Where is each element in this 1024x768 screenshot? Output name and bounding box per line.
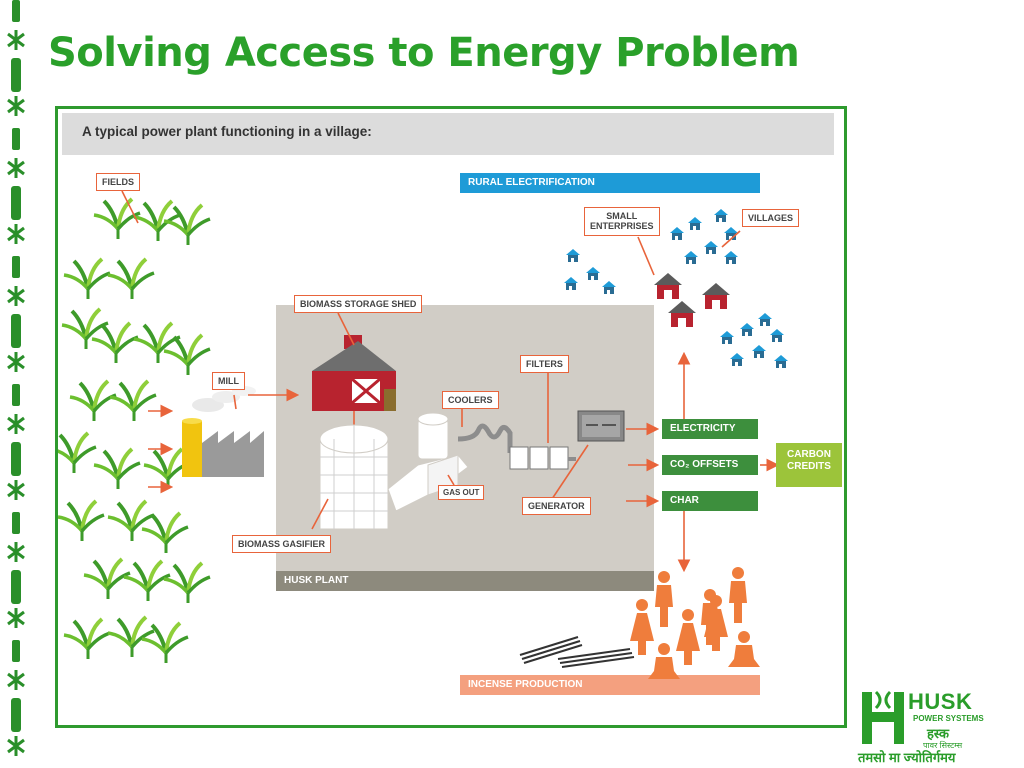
power-plant-illustration [58, 173, 842, 695]
husk-logo: HUSK POWER SYSTEMS हस्क पावर सिस्टम्स तम… [856, 688, 1016, 765]
filters-unit [509, 446, 569, 470]
label-biomass-storage-shed: BIOMASS STORAGE SHED [294, 295, 423, 314]
bar-electricity: ELECTRICITY [670, 423, 736, 434]
husk-plant-bar-bg [276, 571, 654, 591]
decorative-left-border [6, 0, 26, 758]
label-small-enterprises-line1: SMALL [606, 211, 638, 221]
label-fields: FIELDS [96, 173, 141, 192]
diagram-header: A typical power plant functioning in a v… [62, 113, 834, 155]
logo-subtitle: POWER SYSTEMS [913, 714, 984, 723]
biomass-gasifier [319, 412, 469, 530]
slide-title: Solving Access to Energy Problem [48, 30, 800, 76]
carbon-credits-line1: CARBON [787, 449, 831, 460]
label-gas-out: GAS OUT [438, 485, 485, 501]
biomass-storage-shed [312, 335, 396, 411]
carbon-credits-line2: CREDITS [787, 460, 831, 472]
people-group [630, 567, 760, 679]
label-mill: MILL [212, 372, 245, 391]
label-generator: GENERATOR [522, 497, 591, 516]
bar-char: CHAR [670, 495, 699, 506]
label-small-enterprises: SMALL ENTERPRISES [584, 207, 660, 236]
label-villages: VILLAGES [742, 209, 800, 228]
bar-incense-production: INCENSE PRODUCTION [468, 679, 583, 690]
diagram-header-text: A typical power plant functioning in a v… [82, 124, 372, 139]
logo-name: HUSK [908, 689, 973, 714]
husk-logo-mark-icon [862, 690, 904, 744]
label-coolers: COOLERS [442, 391, 499, 410]
logo-hindi-subtitle: पावर सिस्टम्स [923, 741, 963, 750]
label-filters: FILTERS [520, 355, 569, 374]
bar-co2-offsets: CO₂ OFFSETS [670, 459, 739, 470]
logo-hindi-name: हस्क [927, 726, 949, 741]
logo-tagline: तमसो मा ज्योतिर्गमय [858, 750, 956, 765]
label-biomass-gasifier: BIOMASS GASIFIER [232, 535, 332, 554]
generator-unit [577, 410, 625, 442]
bar-carbon-credits: CARBON CREDITS [776, 447, 842, 474]
diagram-frame: A typical power plant functioning in a v… [55, 106, 847, 728]
bar-husk-plant: HUSK PLANT [284, 575, 349, 586]
label-small-enterprises-line2: ENTERPRISES [590, 221, 654, 232]
mill-building [182, 386, 264, 477]
incense-sticks [519, 636, 635, 668]
bar-rural-electrification: RURAL ELECTRIFICATION [468, 177, 595, 188]
